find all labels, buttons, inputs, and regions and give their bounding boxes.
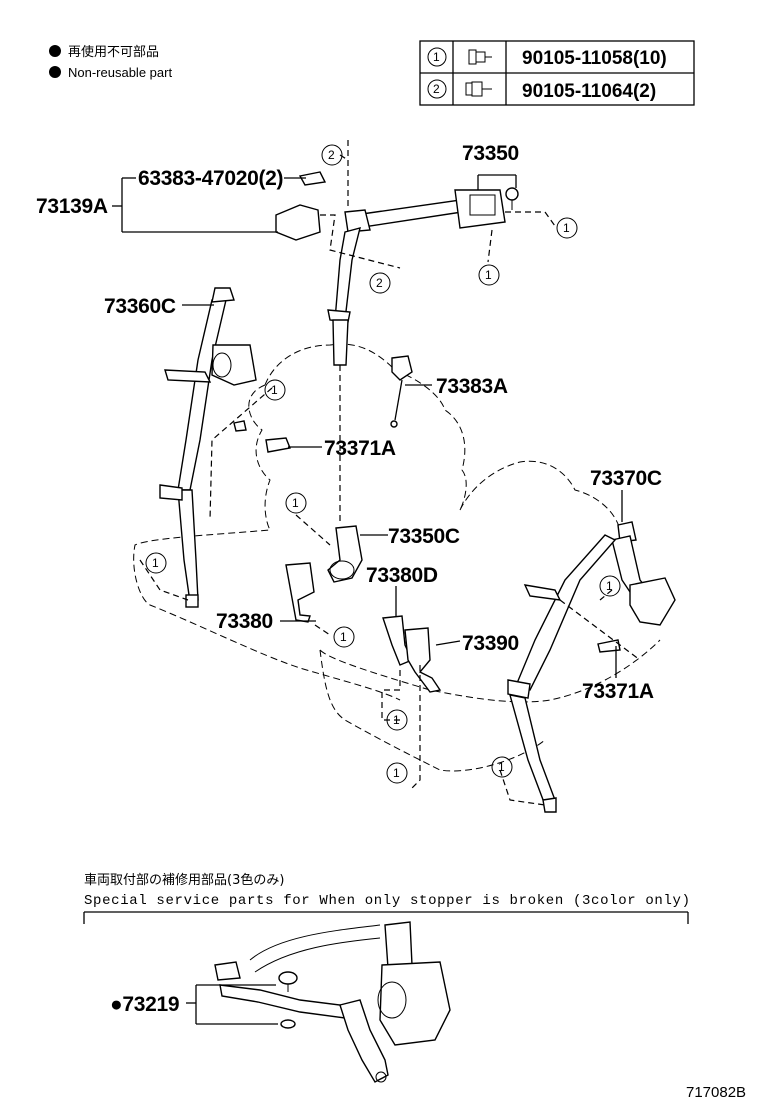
legend: 再使用不可部品 Non-reusable part [49, 44, 172, 80]
part-number: 90105-11064(2) [522, 81, 656, 102]
service-parts-section: 車両取付部の補修用部品(3色のみ) Special service parts … [83, 872, 690, 1083]
part-label-73219: ●73219 [110, 993, 179, 1016]
ref-number: 1 [433, 50, 440, 64]
part-label-73370c: 73370C [590, 467, 662, 490]
ref-circle-1 [386, 709, 408, 731]
non-reusable-bullet-icon [49, 45, 61, 57]
ref-number: 1 [563, 221, 570, 235]
ref-number: 2 [376, 276, 383, 290]
tab-73383a [390, 355, 413, 428]
ref-circle-1 [386, 762, 408, 784]
bolt-icon [465, 81, 492, 97]
ref-circle-1 [491, 756, 513, 778]
part-label-73380: 73380 [216, 610, 273, 633]
part-label-73139a: 73139A [36, 195, 108, 218]
ref-number: 1 [271, 383, 278, 397]
clip-73371a-right [597, 639, 621, 653]
legend-en: Non-reusable part [68, 65, 172, 80]
fastener-table: 1 90105-11058(10) 2 90105-11064(2) [419, 40, 695, 106]
ref-number: 1 [340, 630, 347, 644]
ref-circle-1 [427, 47, 447, 67]
ref-number: 1 [393, 766, 400, 780]
ref-number: 1 [606, 579, 613, 593]
part-label-73390: 73390 [462, 632, 519, 655]
part-number: 90105-11058(10) [522, 48, 667, 69]
part-label-73360c: 73360C [104, 295, 176, 318]
center-buckle-73350c [327, 525, 363, 583]
legend-jp: 再使用不可部品 [68, 44, 159, 60]
ref-circles: 2 2 1 1 1 1 1 1 1 1 1 1 [145, 144, 621, 784]
ref-circle-2 [321, 144, 343, 166]
bolt-icon [505, 187, 519, 210]
buckle-73390 [404, 627, 442, 693]
ref-circle-1 [599, 575, 621, 597]
ref-circle-1 [145, 552, 167, 574]
non-reusable-bullet-icon [49, 66, 61, 78]
part-label-73383a: 73383A [436, 375, 508, 398]
clip-73371a-left [233, 420, 291, 453]
ref-circle-1 [285, 492, 307, 514]
cover-73139a [275, 171, 327, 241]
callout-labels: 73350 63383-47020(2) 73139A 73360C 73383… [36, 142, 662, 703]
ref-number: 2 [328, 148, 335, 162]
bolt-icon [468, 49, 492, 65]
ref-number: 1 [485, 268, 492, 282]
dashed-leaders [139, 140, 641, 806]
part-label-73380d: 73380D [366, 564, 438, 587]
ref-number: 1 [498, 760, 505, 774]
ref-circle-2 [427, 79, 447, 99]
ref-circle-1 [264, 379, 286, 401]
center-top-retractor [327, 174, 519, 366]
ref-circle-1 [556, 217, 578, 239]
part-label-73371a-right: 73371A [582, 680, 654, 703]
service-title-jp: 車両取付部の補修用部品(3色のみ) [84, 872, 284, 888]
stopper-button-icon [278, 971, 298, 1029]
left-shoulder-belt [159, 287, 257, 608]
callout-leaders [112, 177, 623, 678]
ref-number: 1 [292, 496, 299, 510]
ref-number: 2 [433, 82, 440, 96]
part-label-73371a-left: 73371A [324, 437, 396, 460]
ref-circle-1 [333, 626, 355, 648]
part-label-73350: 73350 [462, 142, 519, 165]
buckle-73380 [285, 562, 315, 623]
rear-seat-outline [133, 343, 661, 772]
ref-circle-1 [478, 264, 500, 286]
part-label-63383: 63383-47020(2) [138, 167, 283, 190]
ref-number: 1 [393, 713, 400, 727]
right-shoulder-belt [507, 521, 676, 813]
part-label-73350c: 73350C [388, 525, 460, 548]
figure-id: 717082B [686, 1084, 746, 1101]
ref-number: 1 [152, 556, 159, 570]
service-title-en: Special service parts for When only stop… [84, 893, 690, 909]
ref-circle-2 [369, 272, 391, 294]
